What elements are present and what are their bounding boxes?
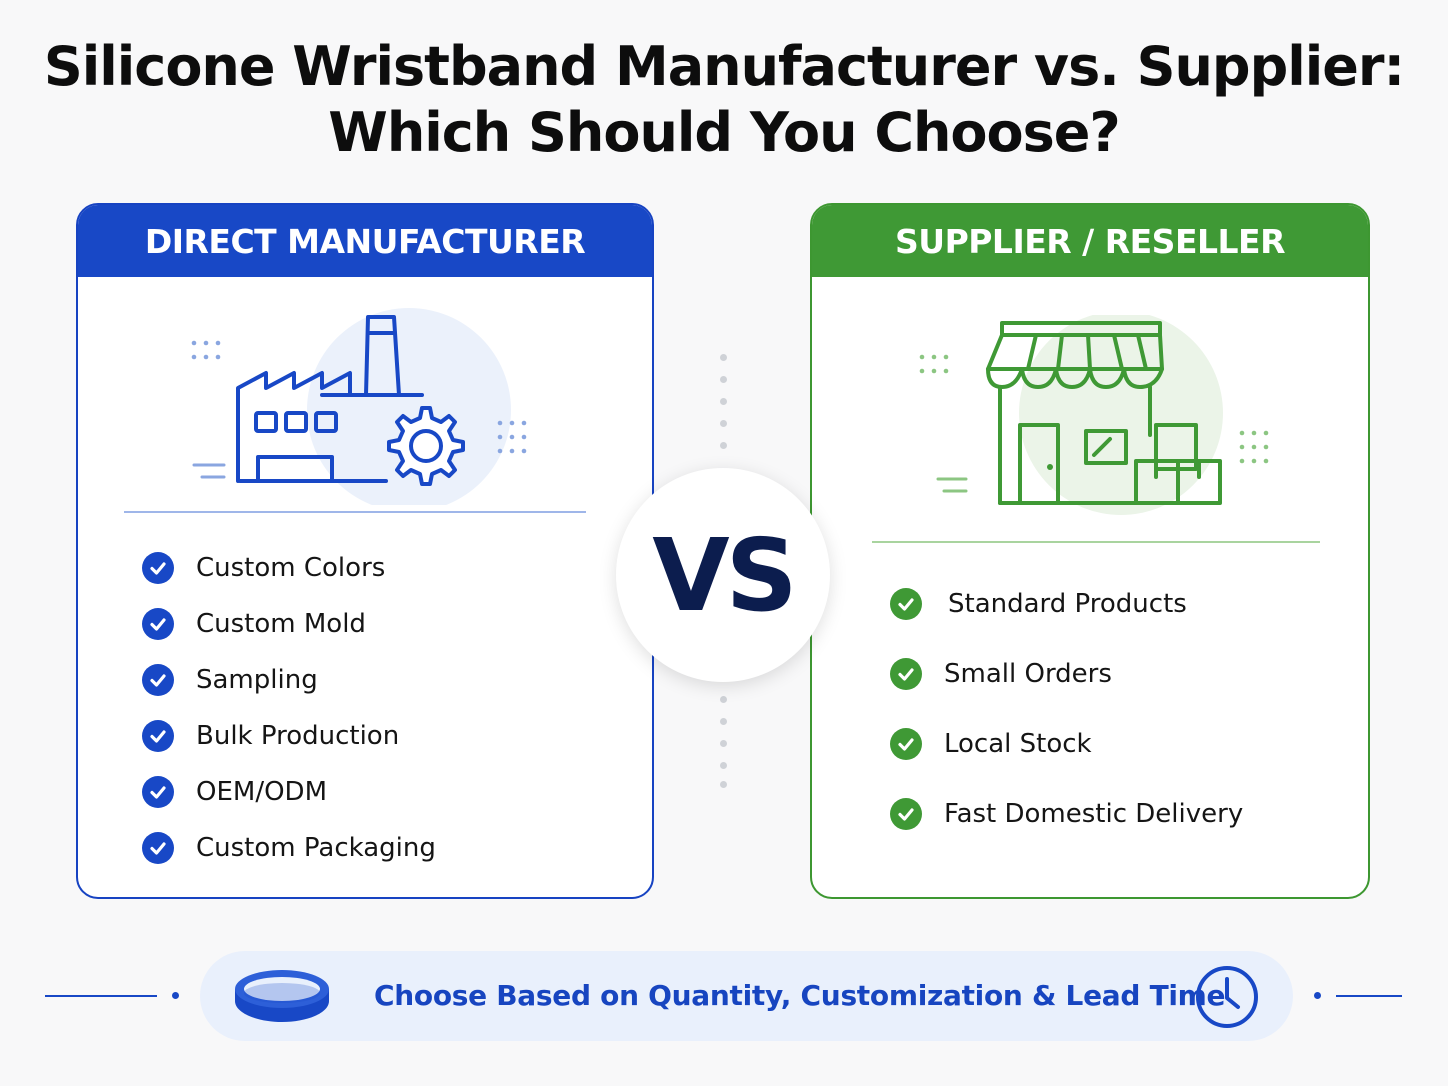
feature-label: Standard Products bbox=[948, 589, 1187, 619]
separator-dot bbox=[720, 762, 727, 769]
check-circle-icon bbox=[142, 608, 174, 640]
list-item: Standard Products bbox=[890, 569, 1243, 639]
separator-dot bbox=[720, 696, 727, 703]
feature-label: Custom Colors bbox=[196, 553, 386, 583]
supplier-card-header: SUPPLIER / RESELLER bbox=[812, 205, 1368, 277]
list-item: Local Stock bbox=[890, 709, 1243, 779]
footer-text: Choose Based on Quantity, Customization … bbox=[374, 979, 1226, 1012]
list-item: Custom Mold bbox=[142, 596, 436, 652]
check-circle-icon bbox=[890, 728, 922, 760]
list-item: OEM/ODM bbox=[142, 764, 436, 820]
list-item: Sampling bbox=[142, 652, 436, 708]
vs-label: VS bbox=[652, 516, 797, 634]
wristband-icon bbox=[235, 970, 329, 1022]
page-title: Silicone Wristband Manufacturer vs. Supp… bbox=[0, 34, 1448, 166]
footer-rule-left bbox=[45, 995, 157, 997]
vs-badge: VS bbox=[616, 468, 830, 682]
check-circle-icon bbox=[142, 552, 174, 584]
separator-dot bbox=[720, 354, 727, 361]
footer-dot-right bbox=[1314, 992, 1321, 999]
list-item: Custom Packaging bbox=[142, 820, 436, 876]
separator-dot bbox=[720, 740, 727, 747]
check-circle-icon bbox=[890, 588, 922, 620]
separator-dot bbox=[720, 398, 727, 405]
list-item: Custom Colors bbox=[142, 540, 436, 596]
manufacturer-divider bbox=[124, 511, 586, 513]
manufacturer-card: DIRECT MANUFACTURER bbox=[76, 203, 654, 899]
footer-dot-left bbox=[172, 992, 179, 999]
factory-gear-icon bbox=[191, 308, 527, 505]
supplier-feature-list: Standard Products Small Orders Local Sto… bbox=[890, 569, 1243, 849]
check-circle-icon bbox=[142, 776, 174, 808]
footer-rule-right bbox=[1336, 995, 1402, 997]
clock-icon bbox=[1196, 966, 1258, 1028]
list-item: Fast Domestic Delivery bbox=[890, 779, 1243, 849]
separator-dot bbox=[720, 442, 727, 449]
check-circle-icon bbox=[890, 798, 922, 830]
supplier-card: SUPPLIER / RESELLER bbox=[810, 203, 1370, 899]
manufacturer-card-header: DIRECT MANUFACTURER bbox=[78, 205, 652, 277]
check-circle-icon bbox=[142, 664, 174, 696]
check-circle-icon bbox=[142, 720, 174, 752]
separator-dot bbox=[720, 420, 727, 427]
feature-label: Custom Mold bbox=[196, 609, 366, 639]
list-item: Bulk Production bbox=[142, 708, 436, 764]
feature-label: Fast Domestic Delivery bbox=[944, 799, 1244, 829]
storefront-boxes-icon bbox=[919, 315, 1269, 515]
feature-label: Sampling bbox=[196, 665, 318, 695]
footer-banner: Choose Based on Quantity, Customization … bbox=[200, 951, 1293, 1041]
feature-label: Local Stock bbox=[944, 729, 1092, 759]
feature-label: OEM/ODM bbox=[196, 777, 328, 807]
supplier-divider bbox=[872, 541, 1320, 543]
title-line-2: Which Should You Choose? bbox=[328, 101, 1120, 164]
title-line-1: Silicone Wristband Manufacturer vs. Supp… bbox=[43, 35, 1405, 98]
separator-dot bbox=[720, 781, 727, 788]
feature-label: Bulk Production bbox=[196, 721, 400, 751]
list-item: Small Orders bbox=[890, 639, 1243, 709]
feature-label: Small Orders bbox=[944, 659, 1112, 689]
check-circle-icon bbox=[890, 658, 922, 690]
separator-dot bbox=[720, 376, 727, 383]
feature-label: Custom Packaging bbox=[196, 833, 436, 863]
check-circle-icon bbox=[142, 832, 174, 864]
separator-dot bbox=[720, 718, 727, 725]
manufacturer-feature-list: Custom Colors Custom Mold Sampling Bulk … bbox=[142, 540, 436, 876]
